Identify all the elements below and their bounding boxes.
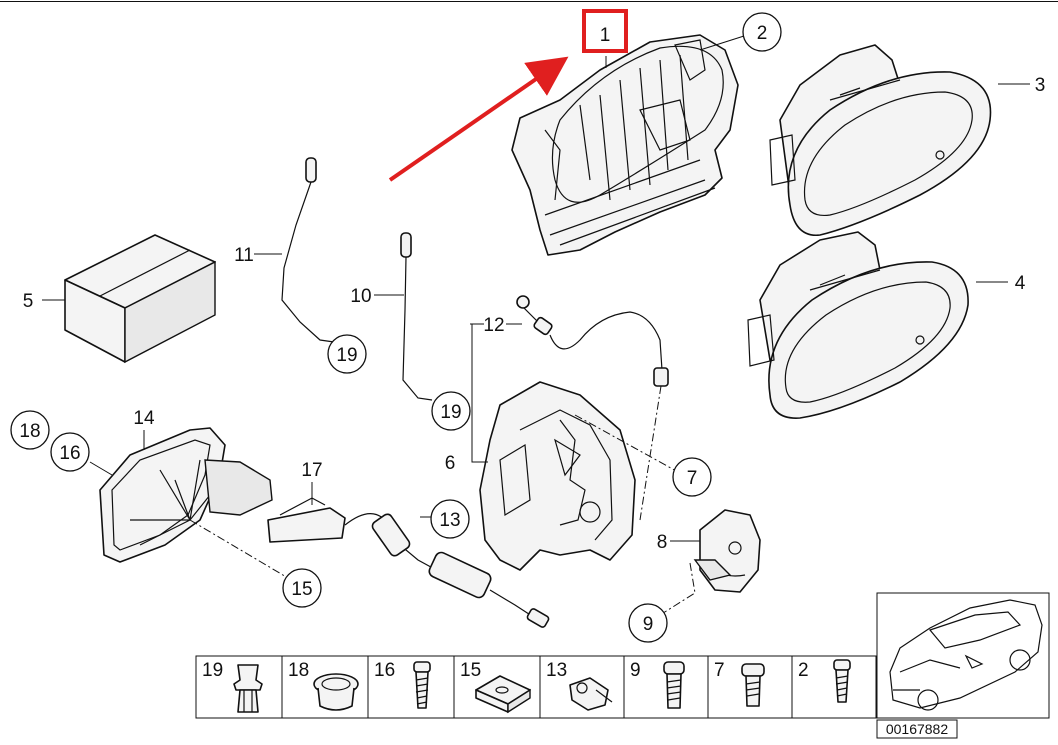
torx-bolt-icon-7 [741,663,765,707]
small-parts-bar: 19 18 16 15 13 9 7 2 [195,655,877,719]
clip-rivet-icon [233,664,263,713]
callout-5[interactable]: 5 [23,291,34,312]
callout-10[interactable]: 10 [350,286,371,307]
torx-bolt-icon-9 [663,661,685,709]
car-thumbnail [876,592,1050,719]
highlight-box [582,9,628,53]
rod-11[interactable] [281,157,335,343]
callout-12[interactable]: 12 [483,315,504,336]
door-handle-carrier[interactable] [511,34,739,256]
rod-10[interactable] [400,232,433,401]
callout-19-a[interactable]: 19 [336,345,357,366]
screw-icon [413,661,431,709]
striker-plate[interactable] [693,509,761,593]
callout-labels: 1 2 3 4 5 6 7 8 9 10 11 12 13 14 15 16 1… [10,9,1046,643]
bowden-cable[interactable] [516,295,669,521]
callout-18[interactable]: 18 [19,421,40,442]
bar-label-9[interactable]: 9 [630,660,641,681]
box-part[interactable] [64,234,216,364]
bar-label-18[interactable]: 18 [288,660,309,681]
callout-17[interactable]: 17 [301,460,322,481]
red-pointer-arrow [388,56,569,182]
torx-bolt-icon-2 [833,659,851,703]
diagram-id-box [876,719,958,739]
bar-label-16[interactable]: 16 [374,660,395,681]
callout-16[interactable]: 16 [59,443,80,464]
outer-door-handle[interactable] [769,44,992,236]
handle-cover[interactable] [99,427,273,563]
callout-1[interactable]: 1 [600,25,611,46]
callout-11[interactable]: 11 [234,245,254,266]
cable-clip-icon [569,677,613,711]
diagram-id: 00167882 [886,721,949,737]
leader-lines [42,35,1030,616]
callout-19-b[interactable]: 19 [440,402,461,423]
callout-2[interactable]: 2 [757,23,768,44]
callout-7[interactable]: 7 [687,468,698,489]
callout-4[interactable]: 4 [1015,273,1026,294]
callout-14[interactable]: 14 [133,408,155,429]
bar-label-15[interactable]: 15 [460,660,481,681]
spring-nut-icon [475,675,531,714]
door-lock[interactable] [479,381,636,571]
callout-6[interactable]: 6 [445,453,456,474]
callout-8[interactable]: 8 [657,532,668,553]
callout-9[interactable]: 9 [643,614,654,635]
bar-label-2[interactable]: 2 [798,660,809,681]
outer-door-handle-second[interactable] [747,231,969,419]
bar-label-13[interactable]: 13 [546,660,567,681]
bar-label-7[interactable]: 7 [714,660,725,681]
bar-label-19[interactable]: 19 [202,660,223,681]
cable-switch[interactable] [267,497,550,628]
grommet-icon [313,673,359,711]
callout-3[interactable]: 3 [1035,75,1046,96]
callout-13[interactable]: 13 [439,510,460,531]
callout-15[interactable]: 15 [291,579,312,600]
